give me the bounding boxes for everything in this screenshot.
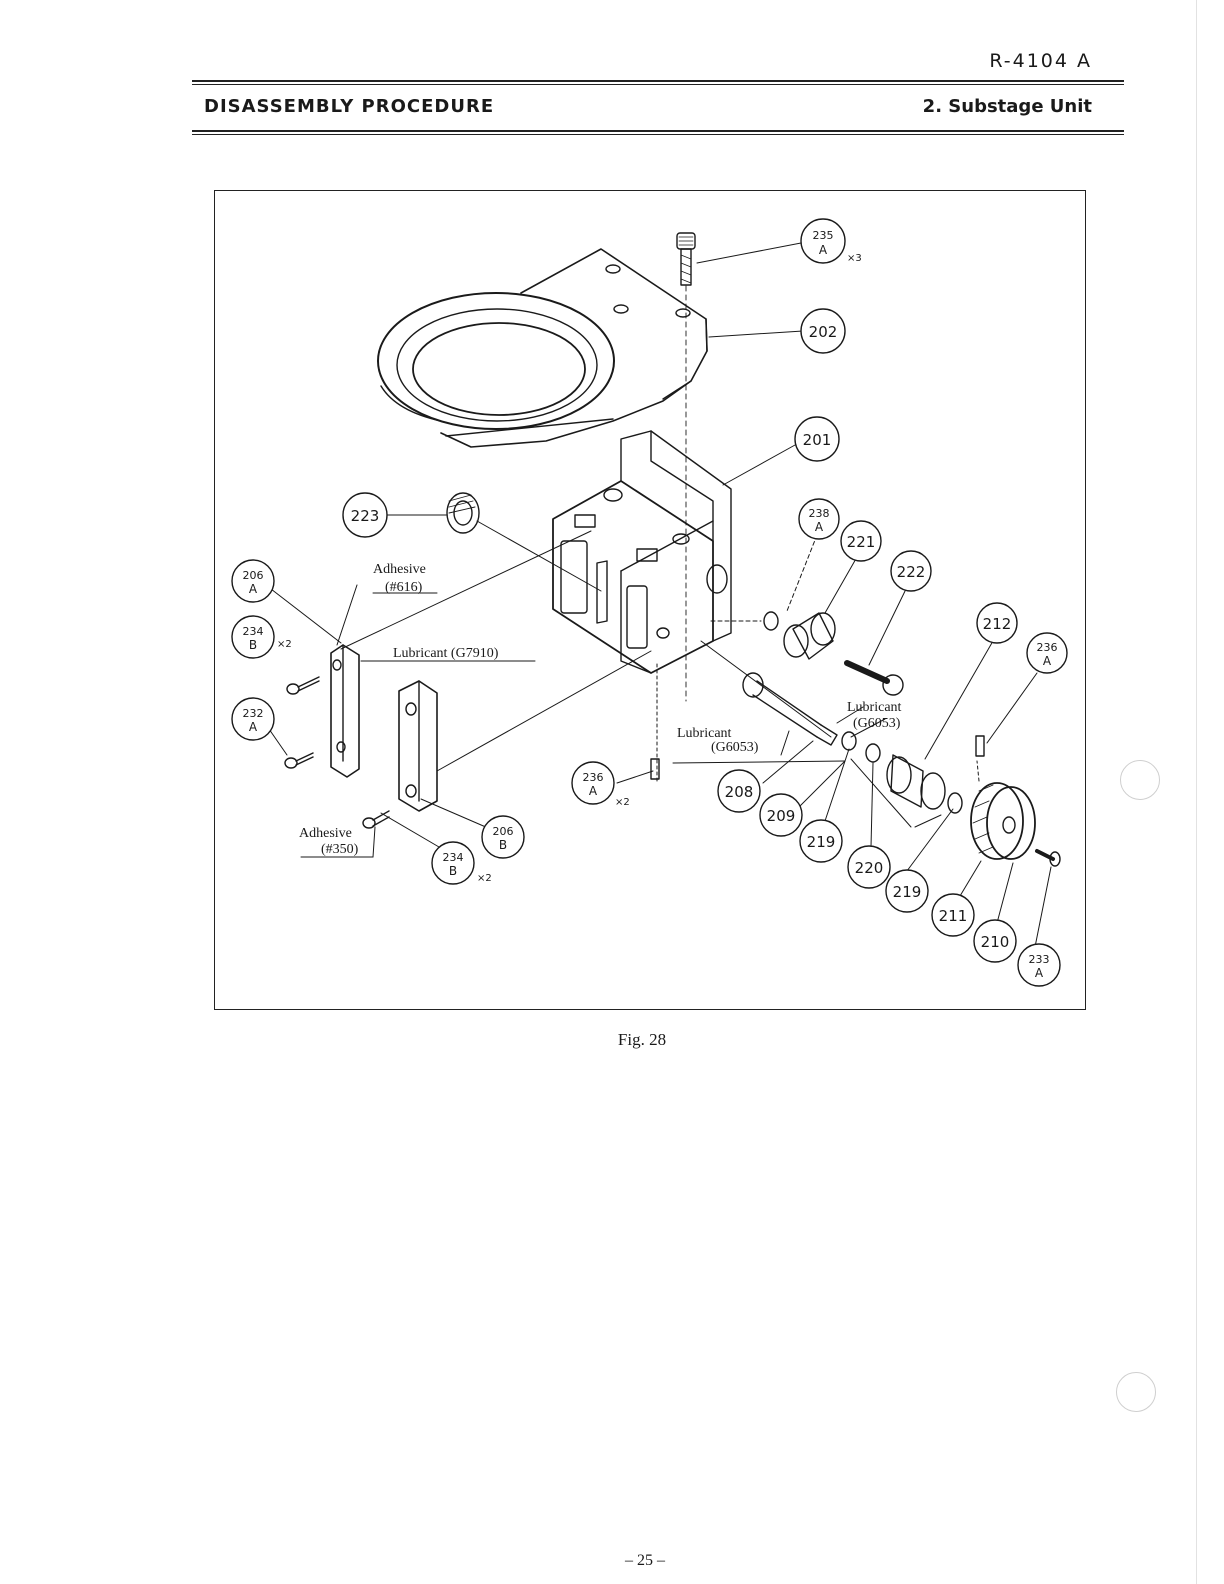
callout-219-a: 219 bbox=[800, 820, 842, 862]
callout-202-num: 202 bbox=[809, 323, 838, 341]
note-adhesive-350-code: (#350) bbox=[321, 842, 359, 857]
callout-234b-left-qty: ×2 bbox=[277, 639, 292, 650]
callout-206b-num: 206 bbox=[493, 825, 514, 838]
header-rule-bottom bbox=[192, 130, 1124, 132]
callout-219-b-num: 219 bbox=[893, 883, 922, 901]
callout-212-num: 212 bbox=[983, 615, 1012, 633]
callout-238a: 238 A bbox=[799, 499, 839, 539]
exploded-view-drawing: 235 A ×3 202 201 223 206 A 234 B ×2 bbox=[215, 191, 1087, 1011]
callout-211-num: 211 bbox=[939, 907, 968, 925]
note-lubricant-g6053-right-code: (G6053) bbox=[853, 716, 901, 731]
callout-208-num: 208 bbox=[725, 783, 754, 801]
substage-block-part bbox=[553, 431, 731, 673]
callout-235a-qty: ×3 bbox=[847, 253, 862, 264]
hole-punch-mark-upper bbox=[1120, 760, 1160, 800]
callout-206b: 206 B bbox=[482, 816, 524, 858]
grub-screw-236-part bbox=[651, 759, 659, 779]
note-lubricant-g6053-left-label: Lubricant bbox=[677, 726, 732, 741]
callout-206b-sub: B bbox=[499, 838, 507, 852]
plug-223-part bbox=[447, 493, 479, 533]
callout-235a-sub: A bbox=[819, 243, 828, 257]
hole-punch-mark-lower bbox=[1116, 1372, 1156, 1412]
section-title: DISASSEMBLY PROCEDURE bbox=[204, 96, 494, 117]
callout-235a: 235 A ×3 bbox=[801, 219, 862, 264]
header-rule-top-thin bbox=[192, 84, 1124, 85]
callout-219-b: 219 bbox=[886, 870, 928, 912]
callout-220-num: 220 bbox=[855, 859, 884, 877]
callout-223-num: 223 bbox=[351, 507, 380, 525]
callout-206a: 206 A bbox=[232, 560, 274, 602]
callout-211: 211 bbox=[932, 894, 974, 936]
callout-236a-right-num: 236 bbox=[1037, 641, 1058, 654]
callout-236a-center-qty: ×2 bbox=[615, 797, 630, 808]
callout-202: 202 bbox=[801, 309, 845, 353]
callout-221-num: 221 bbox=[847, 533, 876, 551]
callout-236a-right: 236 A bbox=[1027, 633, 1067, 673]
callout-235a-num: 235 bbox=[813, 229, 834, 242]
callout-234b-left-sub: B bbox=[249, 638, 257, 652]
callout-234b-bottom-qty: ×2 bbox=[477, 873, 492, 884]
callout-233a-num: 233 bbox=[1029, 953, 1050, 966]
callout-219-a-num: 219 bbox=[807, 833, 836, 851]
section-subtitle: 2. Substage Unit bbox=[923, 96, 1092, 117]
page-margin-line bbox=[1196, 0, 1197, 1584]
figure-caption: Fig. 28 bbox=[0, 1030, 1224, 1050]
callout-232a-num: 232 bbox=[243, 707, 264, 720]
callout-206a-num: 206 bbox=[243, 569, 264, 582]
callout-232a: 232 A bbox=[232, 698, 274, 740]
callout-206a-sub: A bbox=[249, 582, 258, 596]
callout-234b-bottom-sub: B bbox=[449, 864, 457, 878]
callout-236a-center-sub: A bbox=[589, 784, 598, 798]
plate-206a-part bbox=[331, 645, 359, 777]
condenser-holder-part bbox=[378, 249, 707, 447]
note-lubricant-g6053-left-code: (G6053) bbox=[711, 740, 759, 755]
note-adhesive-616-label: Adhesive bbox=[373, 562, 426, 577]
grub-screw-236-right-part bbox=[976, 736, 984, 756]
callout-222-num: 222 bbox=[897, 563, 926, 581]
callout-220: 220 bbox=[848, 846, 890, 888]
callout-234b-bottom-num: 234 bbox=[443, 851, 464, 864]
callout-236a-right-sub: A bbox=[1043, 654, 1052, 668]
callout-222: 222 bbox=[891, 551, 931, 591]
callout-223: 223 bbox=[343, 493, 387, 537]
callout-209: 209 bbox=[760, 794, 802, 836]
callout-201: 201 bbox=[795, 417, 839, 461]
callout-233a-sub: A bbox=[1035, 966, 1044, 980]
callout-234b-bottom: 234 B ×2 bbox=[432, 842, 492, 884]
note-lubricant-g6053-right-label: Lubricant bbox=[847, 700, 902, 715]
callout-210-num: 210 bbox=[981, 933, 1010, 951]
callout-212: 212 bbox=[977, 603, 1017, 643]
leader-lines bbox=[269, 243, 1051, 947]
callout-210: 210 bbox=[974, 920, 1016, 962]
callout-232a-sub: A bbox=[249, 720, 258, 734]
exploded-view-figure: 235 A ×3 202 201 223 206 A 234 B ×2 bbox=[214, 190, 1086, 1010]
callout-236a-center: 236 A ×2 bbox=[572, 762, 630, 808]
page-number: – 25 – bbox=[0, 1552, 1224, 1570]
callout-201-num: 201 bbox=[803, 431, 832, 449]
document-code: R-4104 A bbox=[989, 50, 1092, 72]
screw-234b-part bbox=[285, 677, 389, 828]
callout-238a-sub: A bbox=[815, 520, 824, 534]
header-rule-top bbox=[192, 80, 1124, 82]
callout-209-num: 209 bbox=[767, 807, 796, 825]
screw-235-part bbox=[677, 233, 695, 701]
header-rule-bottom-thin bbox=[192, 134, 1124, 135]
callout-234b-left-num: 234 bbox=[243, 625, 264, 638]
note-adhesive-616-code: (#616) bbox=[385, 580, 423, 595]
callout-208: 208 bbox=[718, 770, 760, 812]
note-adhesive-350-label: Adhesive bbox=[299, 826, 352, 841]
callout-238a-num: 238 bbox=[809, 507, 830, 520]
note-lubricant-g7910: Lubricant (G7910) bbox=[393, 646, 499, 661]
plate-206b-part bbox=[399, 681, 437, 811]
callout-234b-left: 234 B ×2 bbox=[232, 616, 292, 658]
callout-233a: 233 A bbox=[1018, 944, 1060, 986]
callout-236a-center-num: 236 bbox=[583, 771, 604, 784]
callout-221: 221 bbox=[841, 521, 881, 561]
